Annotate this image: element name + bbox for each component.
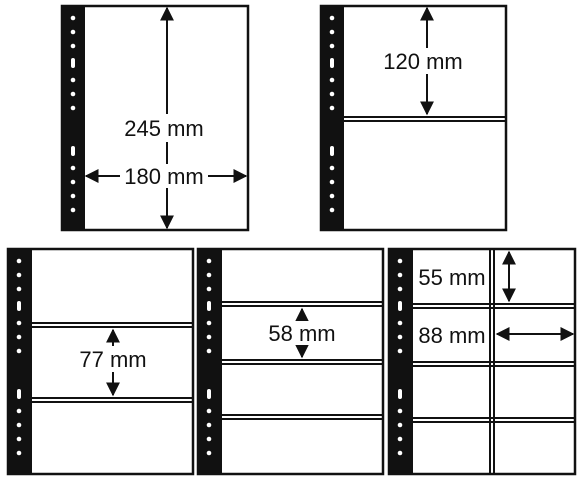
binder-holes bbox=[329, 15, 335, 213]
binder-holes bbox=[397, 258, 403, 456]
dimension-label: 55 mm bbox=[418, 265, 485, 290]
dimension-label: 120 mm bbox=[383, 49, 462, 74]
dimension-label: 88 mm bbox=[418, 323, 485, 348]
sheet-single-pocket: 245 mm 180 mm bbox=[60, 4, 250, 232]
dimension-label: 77 mm bbox=[79, 347, 146, 372]
dimension-label: 245 mm bbox=[124, 116, 203, 141]
sheet-four-pockets: 58 mm bbox=[196, 247, 385, 476]
dimension-label: 58 mm bbox=[268, 321, 335, 346]
binder-holes bbox=[16, 258, 22, 456]
binder-holes bbox=[206, 258, 212, 456]
dimension-label: 180 mm bbox=[124, 164, 203, 189]
binder-holes bbox=[70, 15, 76, 213]
sheet-eight-pockets: 55 mm 88 mm bbox=[387, 247, 577, 476]
sheet-three-pockets: 77 mm bbox=[6, 247, 195, 476]
sheet-two-pockets: 120 mm bbox=[319, 4, 508, 232]
